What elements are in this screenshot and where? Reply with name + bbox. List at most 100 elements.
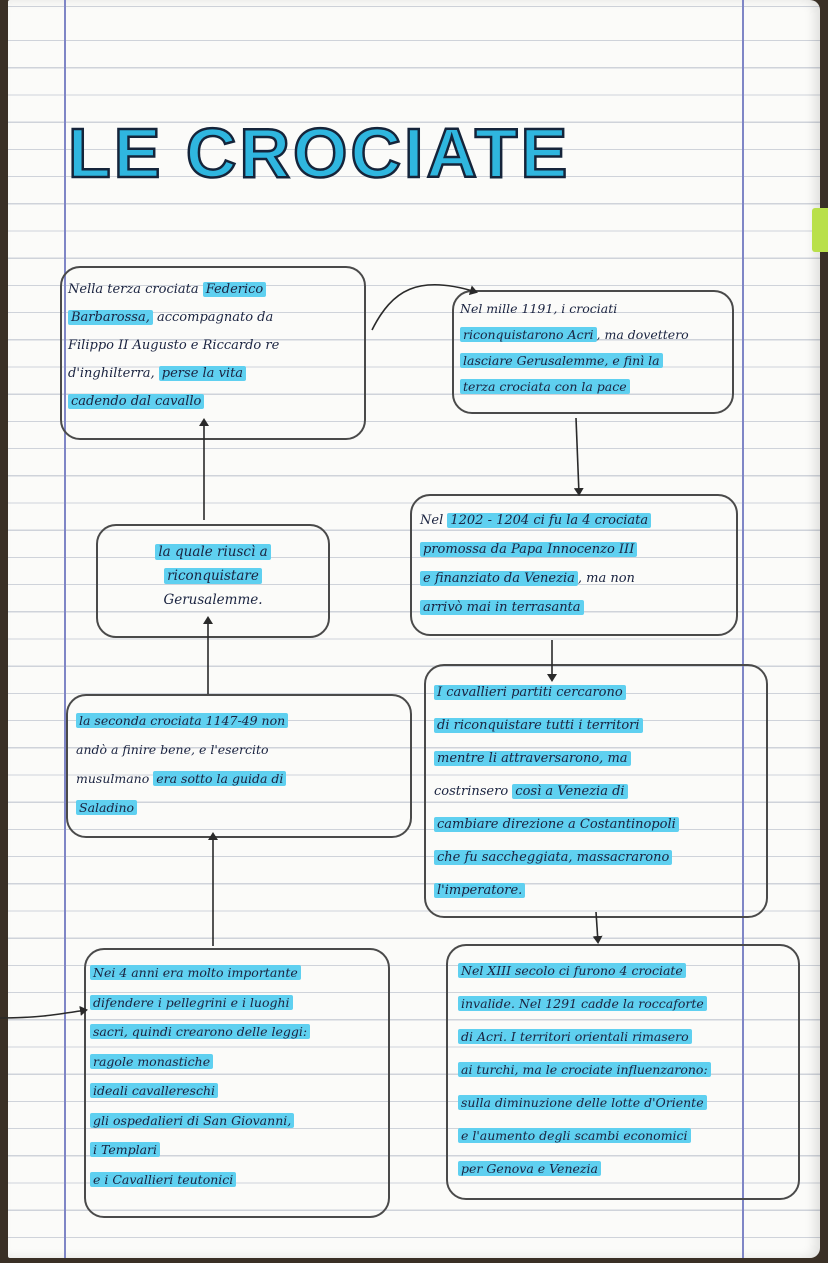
page-title: LE CROCIATE <box>67 114 571 192</box>
plain-text: andò a finire bene, e l'esercito <box>76 742 269 757</box>
plain-text: musulmano <box>76 771 154 786</box>
text-line: costrinsero così a Venezia di <box>434 775 758 808</box>
highlighted-text: invalide. Nel 1291 cadde la roccaforte <box>458 996 707 1011</box>
text-line: musulmano era sotto la guida di <box>76 764 402 793</box>
text-line: arrivò mai in terrasanta <box>420 593 728 622</box>
text-line: per Genova e Venezia <box>458 1152 788 1185</box>
highlighted-text: e i Cavallieri teutonici <box>90 1171 237 1187</box>
text-line: la quale riuscì a <box>104 540 322 564</box>
text-line: di riconquistare tutti i territori <box>434 709 758 742</box>
text-line: l'imperatore. <box>434 874 758 907</box>
text-line: Nella terza crociata Federico <box>68 276 358 304</box>
text-line: andò a finire bene, e l'esercito <box>76 735 402 764</box>
highlighted-text: 1202 - 1204 ci fu la 4 crociata <box>447 513 652 528</box>
text-line: di Acri. I territori orientali rimasero <box>458 1020 788 1053</box>
left-margin-line <box>64 0 66 1258</box>
page-tab-marker <box>812 208 828 252</box>
highlighted-text: cambiare direzione a Costantinopoli <box>434 817 679 832</box>
box-knightly-orders: Nei 4 anni era molto importante difendere… <box>84 948 390 1218</box>
text-line: lasciare Gerusalemme, e finì la <box>460 348 726 374</box>
box-second-crusade: la seconda crociata 1147-49 non andò a fi… <box>66 694 412 838</box>
highlighted-text: cadendo dal cavallo <box>68 394 205 409</box>
highlighted-text: sacri, quindi crearono delle leggi: <box>90 1024 311 1039</box>
highlighted-text: riconquistare <box>164 568 262 584</box>
highlighted-text: lasciare Gerusalemme, e finì la <box>460 353 663 368</box>
highlighted-text: e finanziato da Venezia <box>420 571 578 586</box>
highlighted-text: ideali cavallereschi <box>90 1083 219 1098</box>
highlighted-text: la seconda crociata 1147-49 non <box>76 713 289 728</box>
highlighted-text: era sotto la guida di <box>153 771 287 786</box>
text-line: ideali cavallereschi <box>90 1076 384 1106</box>
text-line: Nei 4 anni era molto importante <box>90 958 384 988</box>
text-line: Barbarossa, accompagnato da <box>68 304 358 332</box>
text-line: d'inghilterra, perse la vita <box>68 360 358 388</box>
highlighted-text: Barbarossa, <box>68 310 153 325</box>
text-line: Gerusalemme. <box>104 588 322 612</box>
text-line: ragole monastiche <box>90 1047 384 1077</box>
text-line: e finanziato da Venezia, ma non <box>420 564 728 593</box>
highlighted-text: perse la vita <box>158 366 247 381</box>
highlighted-text: Nel XIII secolo ci furono 4 crociate <box>458 963 686 978</box>
text-line: i Templari <box>90 1135 384 1165</box>
plain-text: costrinsero <box>434 784 513 799</box>
text-line: I cavallieri partiti cercarono <box>434 676 758 709</box>
highlighted-text: arrivò mai in terrasanta <box>420 600 584 615</box>
text-line: mentre li attraversarono, ma <box>434 742 758 775</box>
text-line: Filippo II Augusto e Riccardo re <box>68 332 358 360</box>
highlighted-text: di riconquistare tutti i territori <box>434 718 643 733</box>
plain-text: , ma dovettero <box>596 327 689 342</box>
text-line: riconquistarono Acri, ma dovettero <box>460 322 726 348</box>
plain-text: Nella terza crociata <box>68 282 203 297</box>
text-line: Nel mille 1191, i crociati <box>460 296 726 322</box>
text-line: sacri, quindi crearono delle leggi: <box>90 1017 384 1047</box>
highlighted-text: gli ospedalieri di San Giovanni, <box>90 1112 295 1128</box>
text-line: che fu saccheggiata, massacrarono <box>434 841 758 874</box>
plain-text: accompagnato da <box>152 310 274 325</box>
text-line: Nel XIII secolo ci furono 4 crociate <box>458 954 788 987</box>
highlighted-text: ai turchi, ma le crociate influenzarono: <box>458 1062 711 1077</box>
highlighted-text: ragole monastiche <box>90 1053 214 1069</box>
text-line: ai turchi, ma le crociate influenzarono: <box>458 1053 788 1086</box>
box-thirteenth-century: Nel XIII secolo ci furono 4 crociate inva… <box>446 944 800 1200</box>
highlighted-text: per Genova e Venezia <box>458 1161 601 1176</box>
text-line: e l'aumento degli scambi economici <box>458 1119 788 1152</box>
highlighted-text: i Templari <box>90 1142 161 1157</box>
highlighted-text: Federico <box>202 282 267 297</box>
text-line: invalide. Nel 1291 cadde la roccaforte <box>458 987 788 1020</box>
text-line: sulla diminuzione delle lotte d'Oriente <box>458 1086 788 1119</box>
plain-text: Nel mille 1191, i crociati <box>460 301 618 316</box>
text-line: Saladino <box>76 793 402 822</box>
highlighted-text: promossa da Papa Innocenzo III <box>420 542 638 557</box>
text-line: la seconda crociata 1147-49 non <box>76 706 402 735</box>
text-line: gli ospedalieri di San Giovanni, <box>90 1106 384 1136</box>
highlighted-text: e l'aumento degli scambi economici <box>458 1128 691 1143</box>
text-line: cambiare direzione a Costantinopoli <box>434 808 758 841</box>
text-line: terza crociata con la pace <box>460 374 726 400</box>
plain-text: Gerusalemme. <box>163 592 263 608</box>
right-margin-line <box>742 0 744 1258</box>
text-line: Nel 1202 - 1204 ci fu la 4 crociata <box>420 506 728 535</box>
text-line: e i Cavallieri teutonici <box>90 1165 384 1195</box>
highlighted-text: mentre li attraversarono, ma <box>434 751 631 766</box>
highlighted-text: che fu saccheggiata, massacrarono <box>434 850 673 865</box>
highlighted-text: Saladino <box>76 800 138 815</box>
highlighted-text: la quale riuscì a <box>155 544 271 560</box>
text-line: promossa da Papa Innocenzo III <box>420 535 728 564</box>
highlighted-text: così a Venezia di <box>512 784 628 799</box>
plain-text: d'inghilterra, <box>68 366 159 381</box>
highlighted-text: di Acri. I territori orientali rimasero <box>458 1029 692 1044</box>
plain-text: Filippo II Augusto e Riccardo re <box>68 338 280 353</box>
text-line: cadendo dal cavallo <box>68 388 358 416</box>
highlighted-text: sulla diminuzione delle lotte d'Oriente <box>458 1095 707 1110</box>
highlighted-text: riconquistarono Acri <box>460 327 597 342</box>
highlighted-text: Nei 4 anni era molto importante <box>90 965 301 980</box>
text-line: difendere i pellegrini e i luoghi <box>90 988 384 1018</box>
highlighted-text: difendere i pellegrini e i luoghi <box>90 994 293 1010</box>
text-line: riconquistare <box>104 564 322 588</box>
highlighted-text: terza crociata con la pace <box>460 379 630 394</box>
box-fourth-crusade: Nel 1202 - 1204 ci fu la 4 crociata promo… <box>410 494 738 636</box>
box-third-crusade-acri: Nel mille 1191, i crociati riconquistaron… <box>452 290 734 414</box>
box-constantinople: I cavallieri partiti cercarono di riconqu… <box>424 664 768 918</box>
